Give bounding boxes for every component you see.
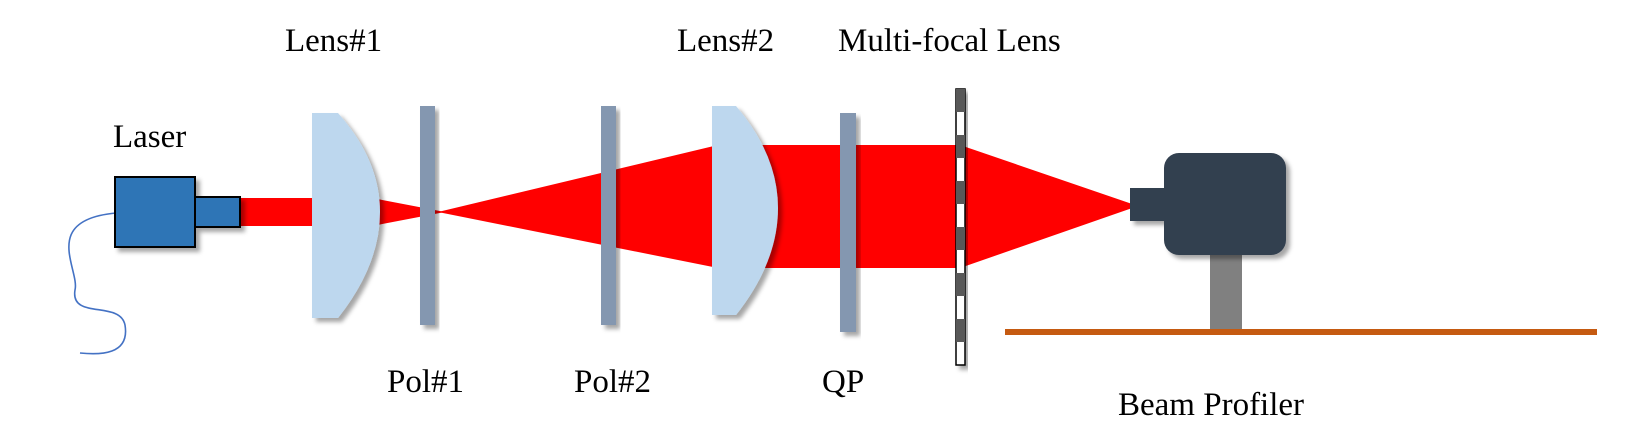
pol2-plate <box>601 106 616 325</box>
laser-cable <box>68 212 127 355</box>
laser-aperture <box>194 196 241 228</box>
lens1-shape <box>312 113 380 318</box>
beam-diverging <box>438 145 718 268</box>
lens2-shape <box>712 106 778 315</box>
label-qp: QP <box>822 364 864 400</box>
beam-profiler <box>1130 153 1286 255</box>
beam-converging <box>960 145 1138 268</box>
pol1-plate <box>420 106 435 325</box>
multifocal-segment <box>956 89 965 112</box>
multifocal-segment <box>956 135 965 158</box>
label-pol2: Pol#2 <box>574 364 651 400</box>
beam-collimated-input <box>240 198 318 226</box>
label-lens1: Lens#1 <box>285 23 382 59</box>
qp-plate <box>840 113 856 332</box>
profiler-sensor-head <box>1130 188 1166 221</box>
profiler-body <box>1164 153 1286 255</box>
label-beam-profiler: Beam Profiler <box>1118 387 1304 423</box>
beam-focusing <box>372 198 445 226</box>
optical-rail <box>1005 329 1597 335</box>
multifocal-segment <box>956 319 965 342</box>
multifocal-segment <box>956 273 965 296</box>
multifocal-segment <box>956 181 965 204</box>
label-laser: Laser <box>113 119 186 155</box>
profiler-stand <box>1210 250 1242 329</box>
label-lens2: Lens#2 <box>677 23 774 59</box>
laser-body <box>114 176 196 248</box>
label-pol1: Pol#1 <box>387 364 464 400</box>
label-multifocal-lens: Multi-focal Lens <box>838 23 1061 59</box>
laser <box>114 176 241 248</box>
multifocal-segment <box>956 227 965 250</box>
multifocal-lens <box>955 88 966 366</box>
